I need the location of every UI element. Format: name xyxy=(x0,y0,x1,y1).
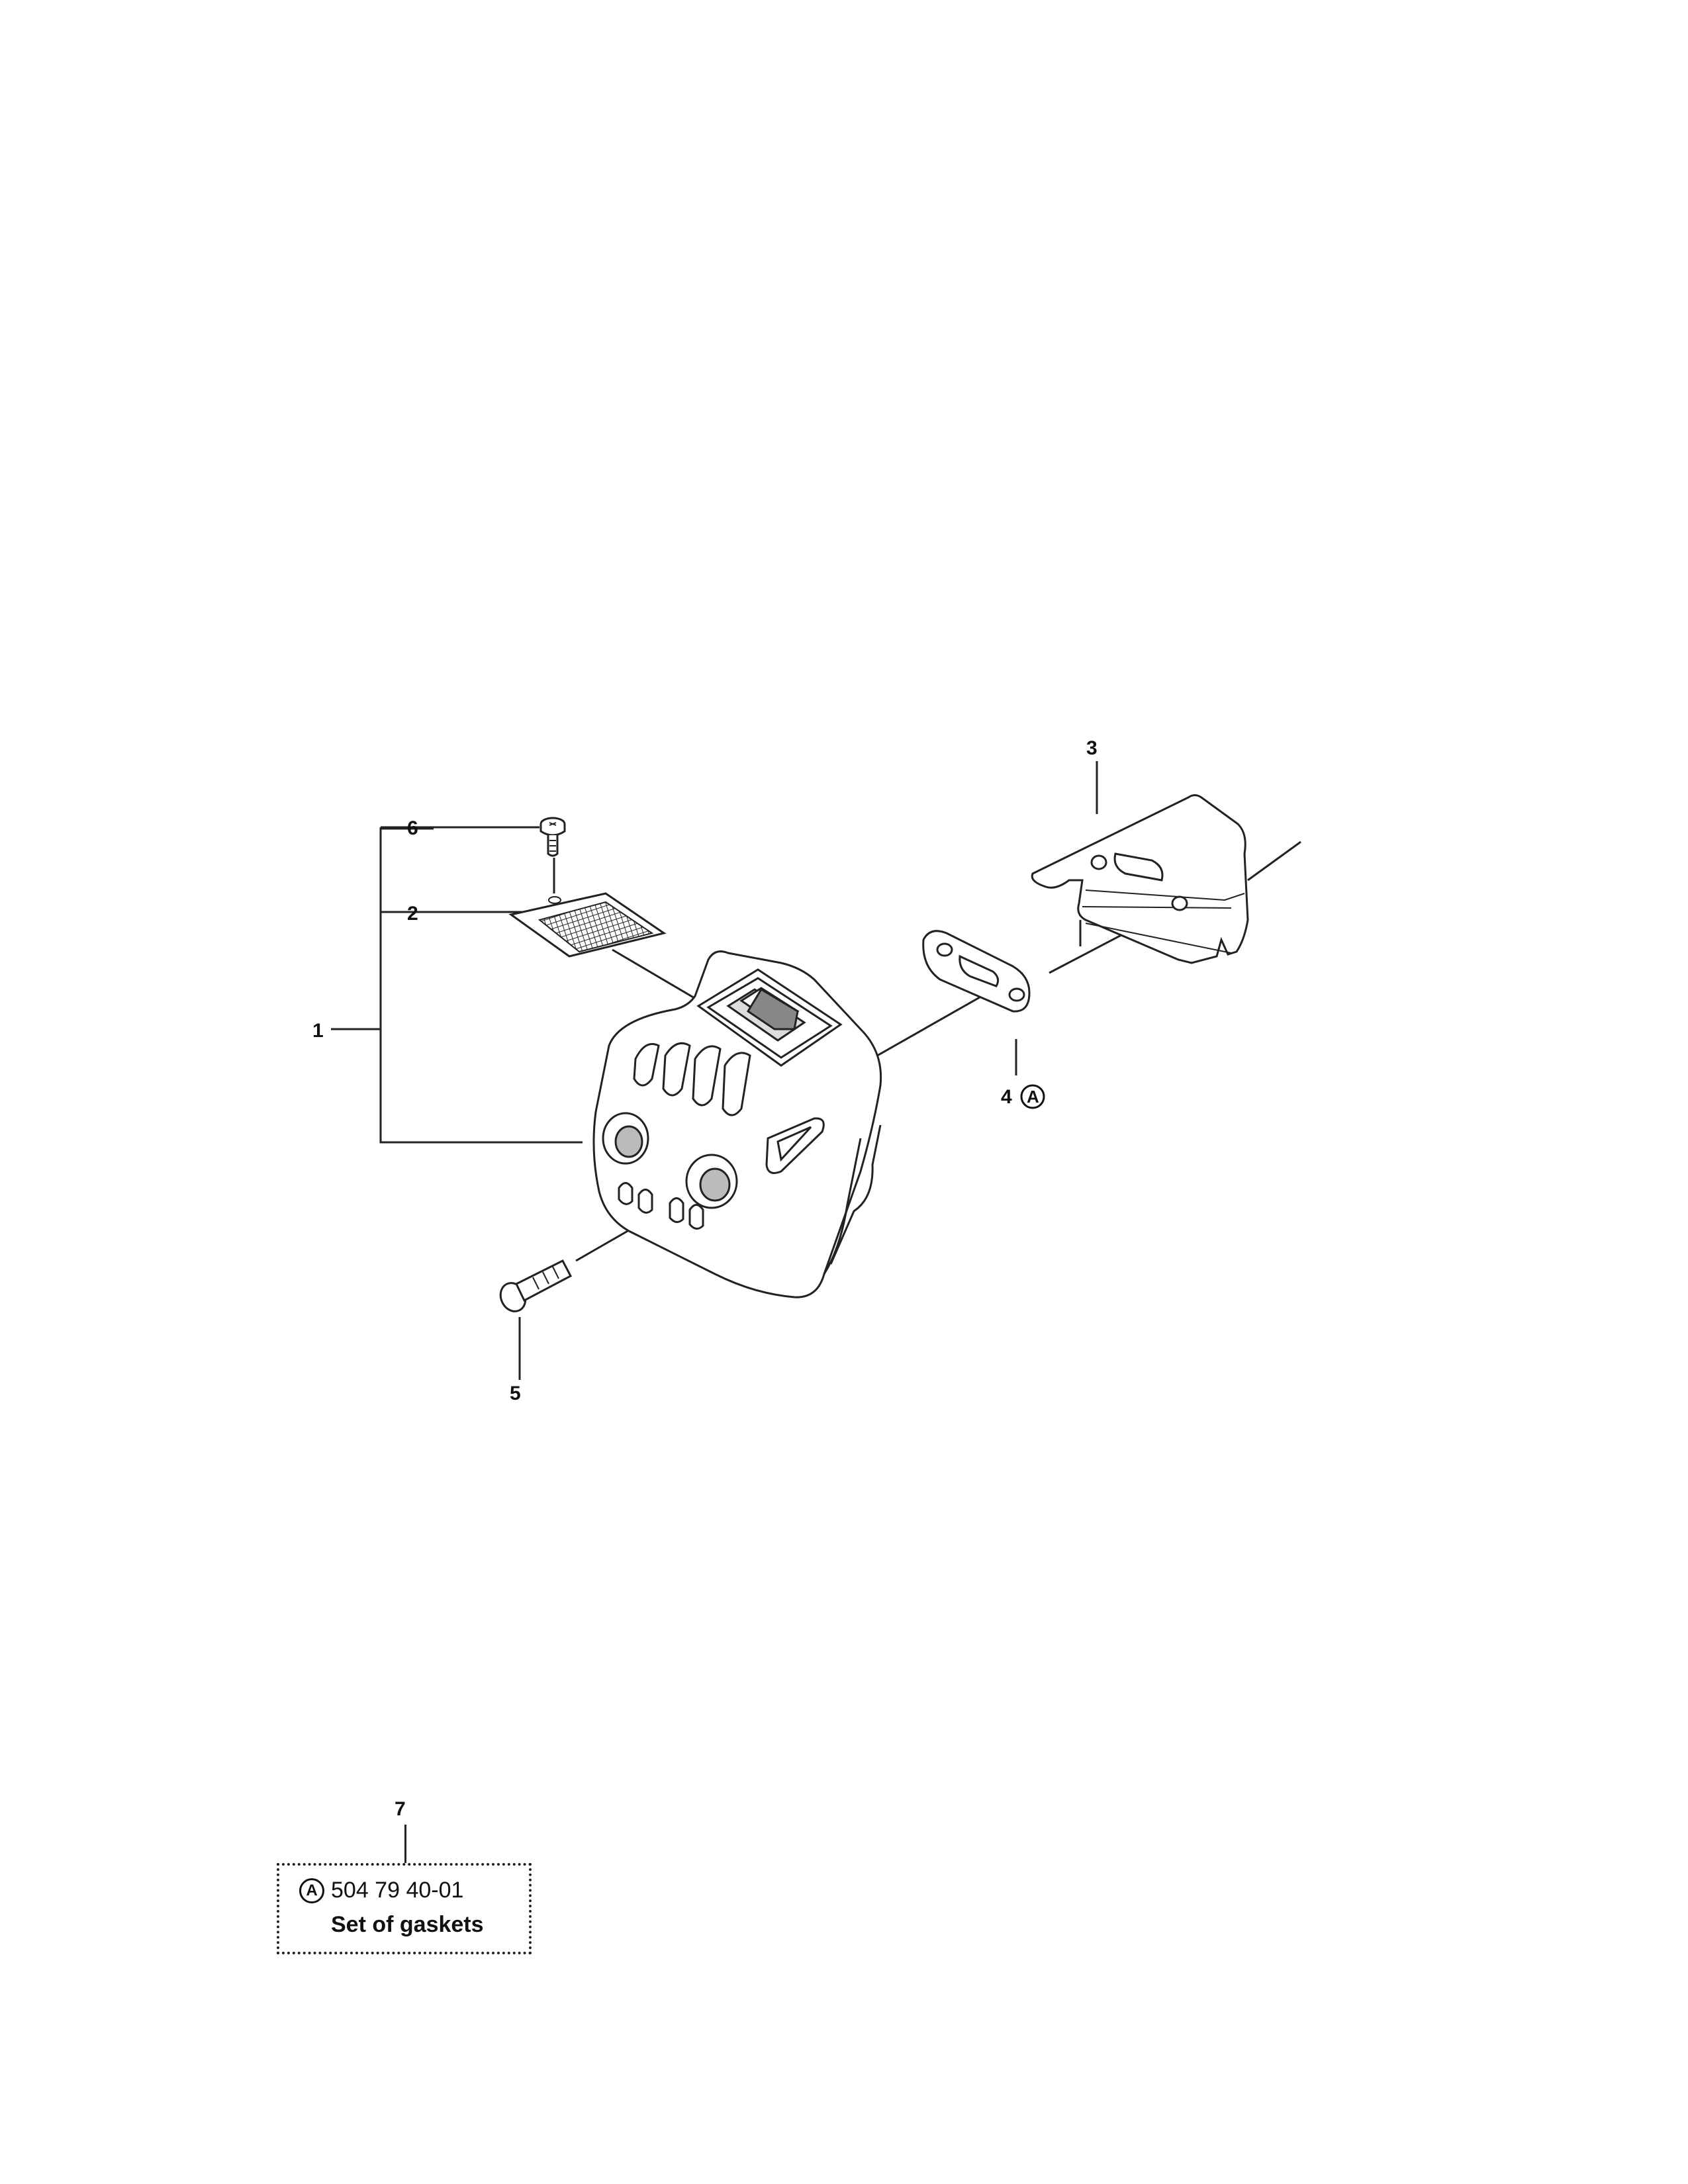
callout-4: 4 xyxy=(1001,1086,1012,1108)
callout-1: 1 xyxy=(312,1020,324,1042)
kit-description: Set of gaskets xyxy=(331,1912,484,1937)
callout-3: 3 xyxy=(1086,737,1098,759)
muffler-1 xyxy=(592,950,882,1298)
callout-7-stem xyxy=(404,1825,406,1863)
spark-screen-2 xyxy=(508,892,667,958)
kit-part-number: 504 79 40-01 xyxy=(331,1878,464,1903)
bolt-5 xyxy=(499,1259,573,1312)
item-1-bracket xyxy=(331,826,583,1144)
callout-4-circle xyxy=(1020,1084,1045,1109)
callout-5: 5 xyxy=(510,1383,521,1404)
callout-6: 6 xyxy=(407,817,418,839)
kit-letter-circle: A xyxy=(299,1878,324,1903)
gasket-kit-box: A 504 79 40-01 Set of gaskets xyxy=(277,1863,532,1954)
callout-4-letter: A xyxy=(1027,1087,1039,1107)
callout-7: 7 xyxy=(395,1798,406,1820)
leader-right xyxy=(1247,841,1301,882)
callout-2: 2 xyxy=(407,903,418,925)
screw-6 xyxy=(539,817,566,857)
kit-part-line: A 504 79 40-01 xyxy=(299,1878,463,1903)
gasket-4 xyxy=(922,930,1031,1013)
bracket-3 xyxy=(1031,794,1249,964)
